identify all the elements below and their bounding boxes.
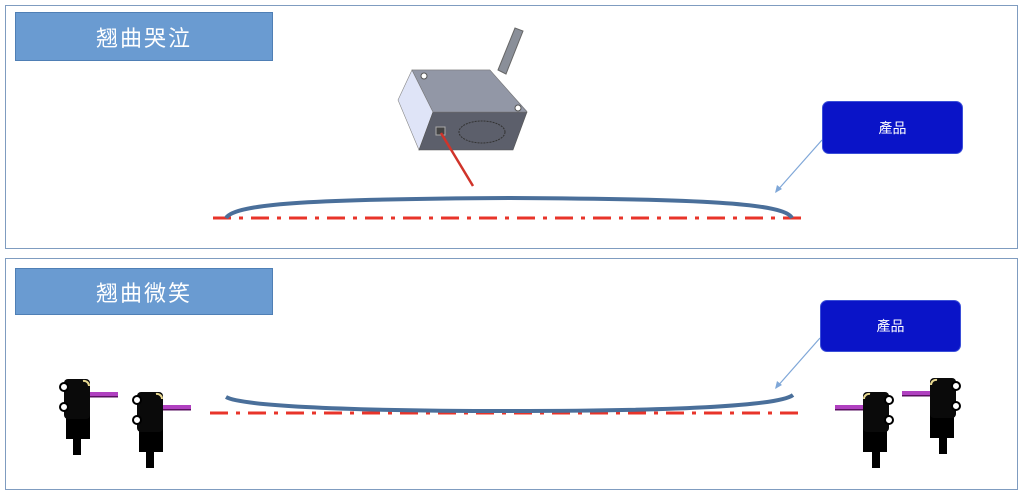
arrow-head <box>775 185 782 193</box>
panel-title: 翘曲微笑 <box>15 268 273 315</box>
displacement-sensor <box>397 27 528 151</box>
warped-product-crying <box>224 195 794 220</box>
photoelectric-sensor <box>901 377 961 455</box>
label-arrow <box>775 337 821 389</box>
label-arrow <box>775 139 823 193</box>
product-label: 產品 <box>820 300 961 352</box>
product-label: 產品 <box>822 101 963 154</box>
panel-title: 翘曲哭泣 <box>15 12 273 61</box>
photoelectric-sensor <box>132 391 192 469</box>
photoelectric-sensor <box>834 391 894 469</box>
arrow-head <box>775 381 782 389</box>
warped-product-smiling <box>225 393 795 414</box>
photoelectric-sensor <box>59 378 119 456</box>
laser-beam <box>439 132 475 187</box>
